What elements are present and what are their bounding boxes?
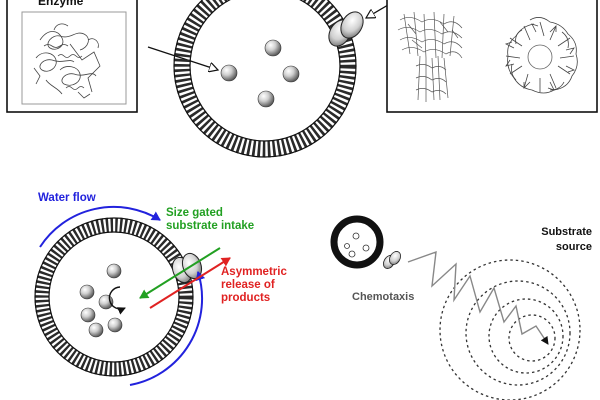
enzyme-particle: [88, 322, 104, 338]
top-vesicle: [173, 0, 389, 158]
enzyme-particle: [257, 90, 275, 108]
enzyme-image-frame: [21, 11, 127, 105]
enzyme-particle: [80, 307, 96, 323]
enzyme-particle: [282, 65, 300, 83]
substrate-line1: Substrate: [541, 226, 592, 238]
chemotaxis-scene: [330, 215, 581, 400]
small-vesicle: [330, 215, 384, 269]
rotation-arrow: [108, 286, 126, 315]
asymmetric-line1: Asymmetric: [221, 266, 287, 278]
enzyme-particle: [264, 39, 282, 57]
enzyme-pointer-arrow: [147, 46, 218, 70]
size-gated-line2: substrate intake: [166, 220, 255, 232]
enzyme-particle: [362, 244, 370, 252]
water-flow-text: Water flow: [38, 192, 96, 204]
bottom-vesicle: [34, 205, 231, 386]
bottom-vesicle-membrane-inner-line: [48, 231, 180, 363]
enzyme-particle: [352, 232, 360, 240]
enzyme-particle: [106, 263, 122, 279]
enzyme-particle: [107, 317, 123, 333]
asymmetric-line2: release of: [221, 279, 275, 291]
water-flow-label: Water flow: [38, 192, 96, 205]
bottom-vesicle-membrane: [34, 217, 194, 377]
substrate-line2: source: [555, 241, 592, 253]
fiber-assembly-icon: [397, 11, 463, 102]
top-vesicle-membrane-inner-line: [189, 0, 341, 142]
substrate-intake-arrow: [139, 247, 221, 299]
water-flow-arrow-top: [39, 205, 161, 248]
membrane-channel-icon: [383, 251, 401, 269]
substrate-source-label: Substrate source: [541, 225, 592, 255]
enzyme-structure-icon: [33, 23, 101, 99]
channel-pointer-arrow: [366, 4, 389, 18]
chemotaxis-path: [407, 250, 549, 345]
size-gated-label: Size gated substrate intake: [166, 207, 254, 233]
bottom-vesicle-membrane-outer-line: [34, 217, 194, 377]
ring-assembly-icon: [504, 17, 578, 94]
membrane-channel-icon: [328, 11, 364, 47]
enzyme-particle: [220, 64, 238, 82]
enzyme-particle: [348, 250, 356, 258]
top-vesicle-membrane: [173, 0, 357, 158]
asymmetric-line3: products: [221, 292, 271, 304]
enzyme-particle: [79, 284, 95, 300]
product-release-arrow: [149, 257, 231, 309]
asymmetric-release-label: Asymmetric release of products: [221, 266, 287, 305]
enzyme-panel: [6, 0, 218, 113]
substrate-gradient: [439, 259, 581, 400]
size-gated-line1: Size gated: [166, 207, 223, 219]
top-vesicle-membrane-outer-line: [173, 0, 357, 158]
water-flow-arrow-bottom: [129, 271, 206, 386]
enzyme-particle: [344, 243, 350, 249]
enzyme-label: Enzyme: [38, 0, 84, 8]
assembly-panel-frame: [386, 0, 598, 113]
assembly-panel: [386, 0, 598, 113]
chemotaxis-label: Chemotaxis: [352, 291, 415, 303]
